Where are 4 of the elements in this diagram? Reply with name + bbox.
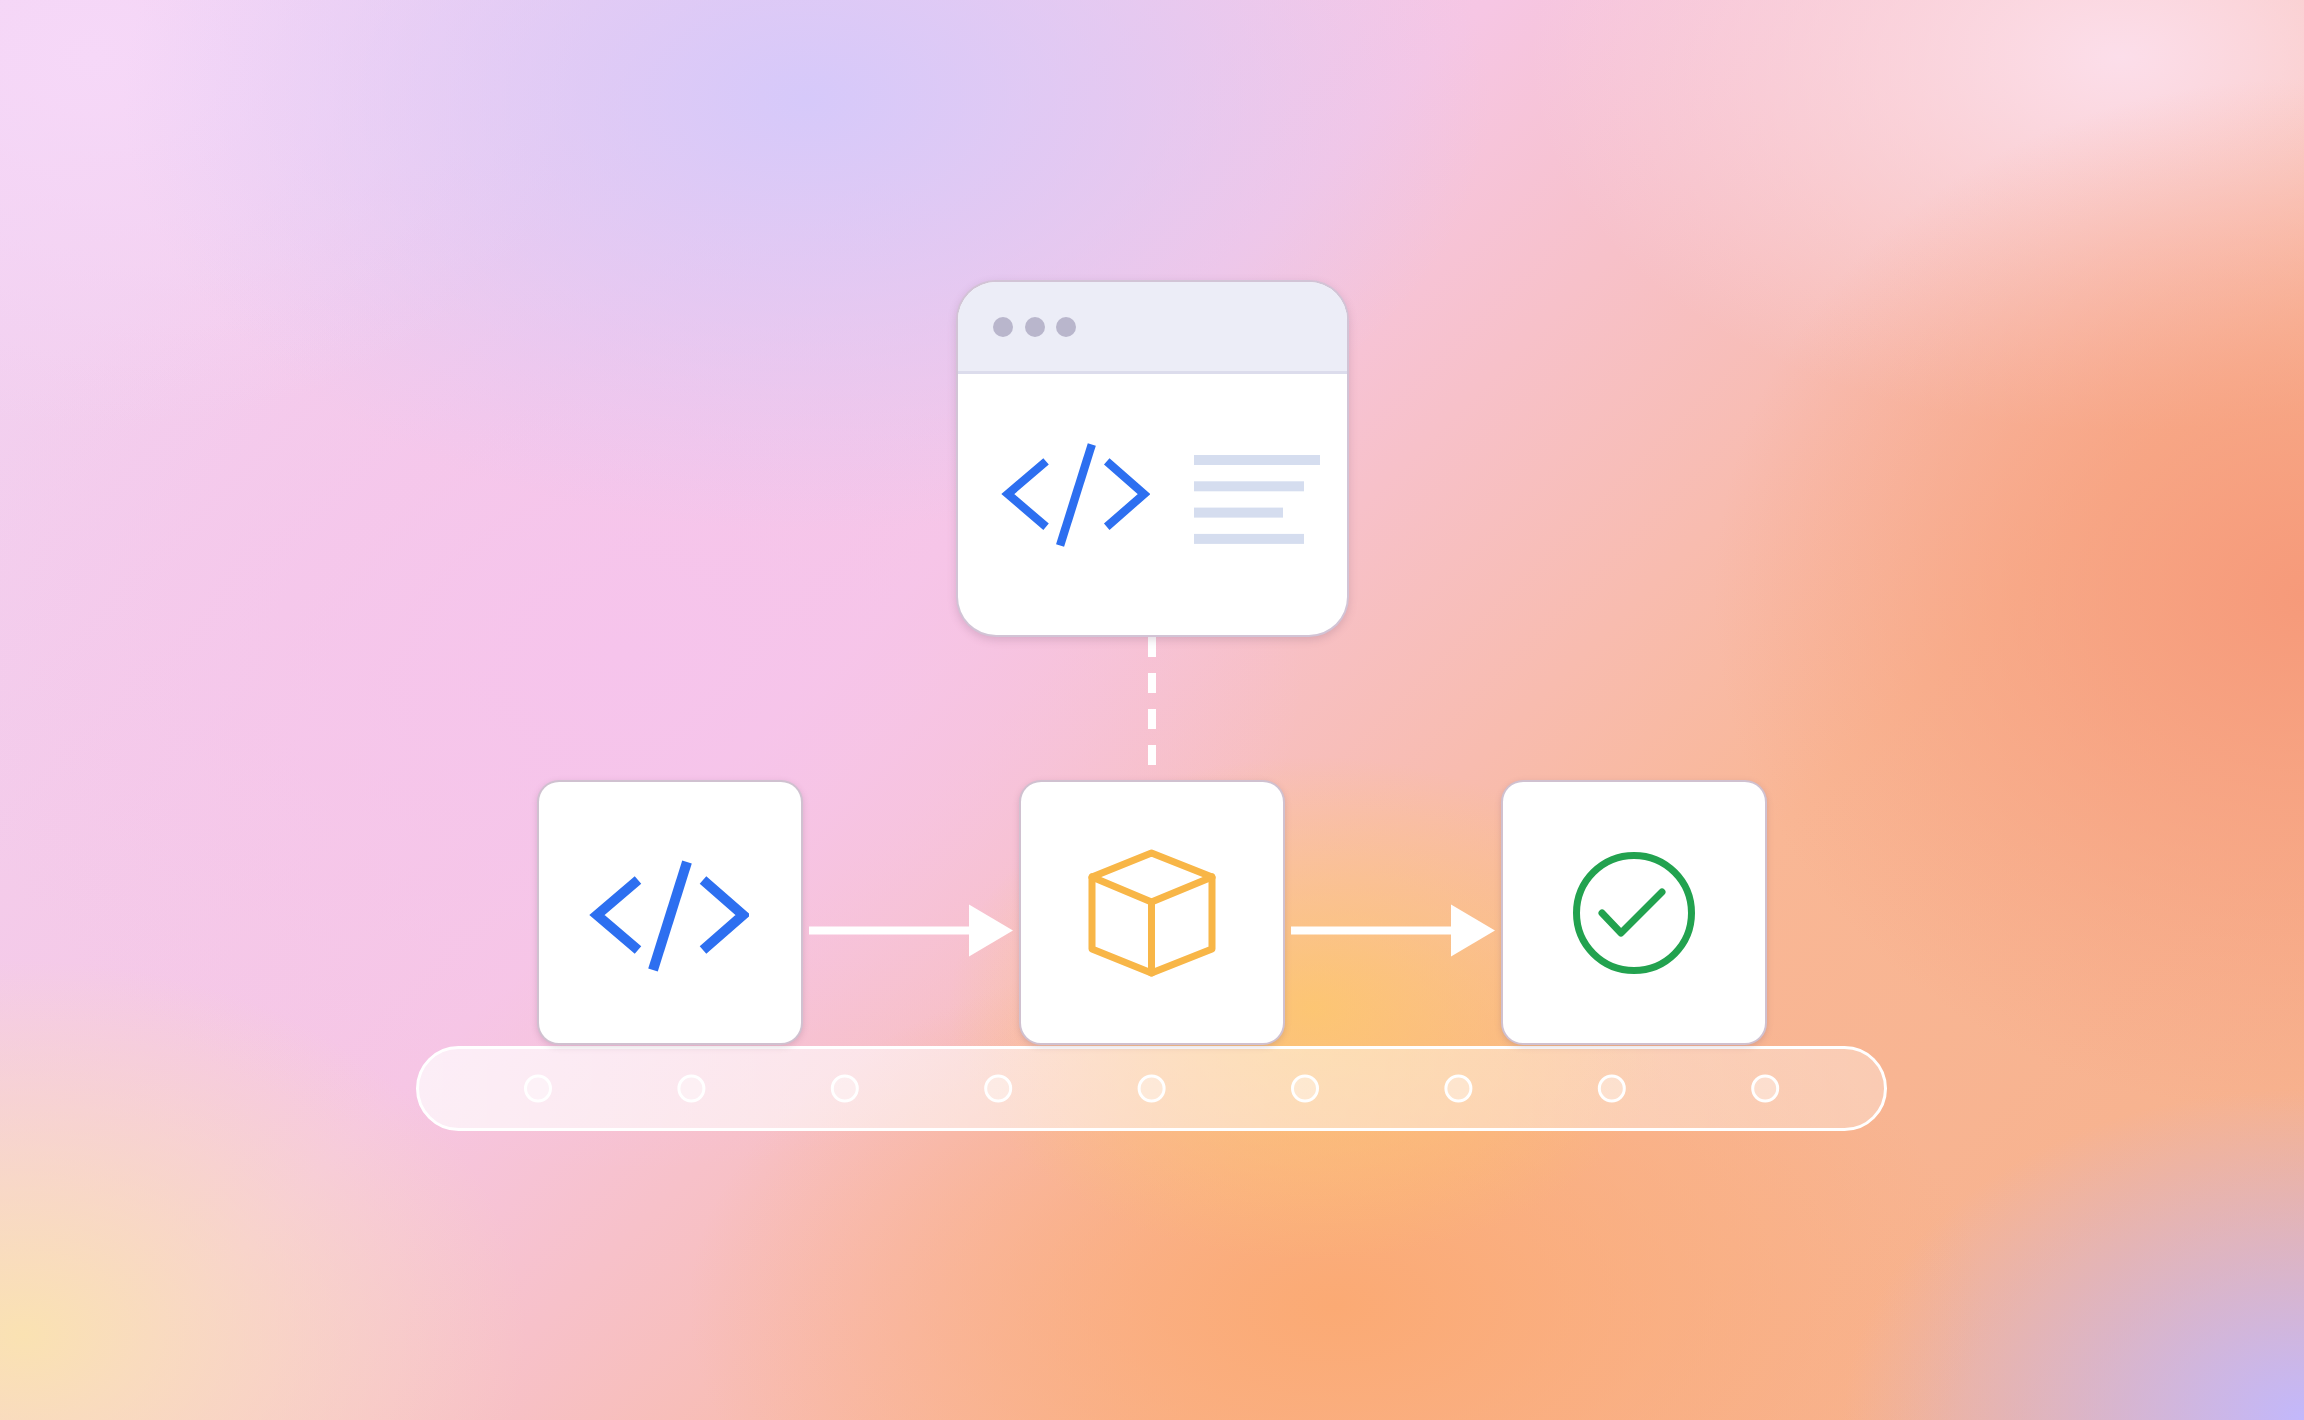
browser-window: [956, 280, 1349, 637]
step-card: [1019, 780, 1285, 1045]
step-card: [1501, 780, 1767, 1045]
step-card: [537, 780, 803, 1045]
